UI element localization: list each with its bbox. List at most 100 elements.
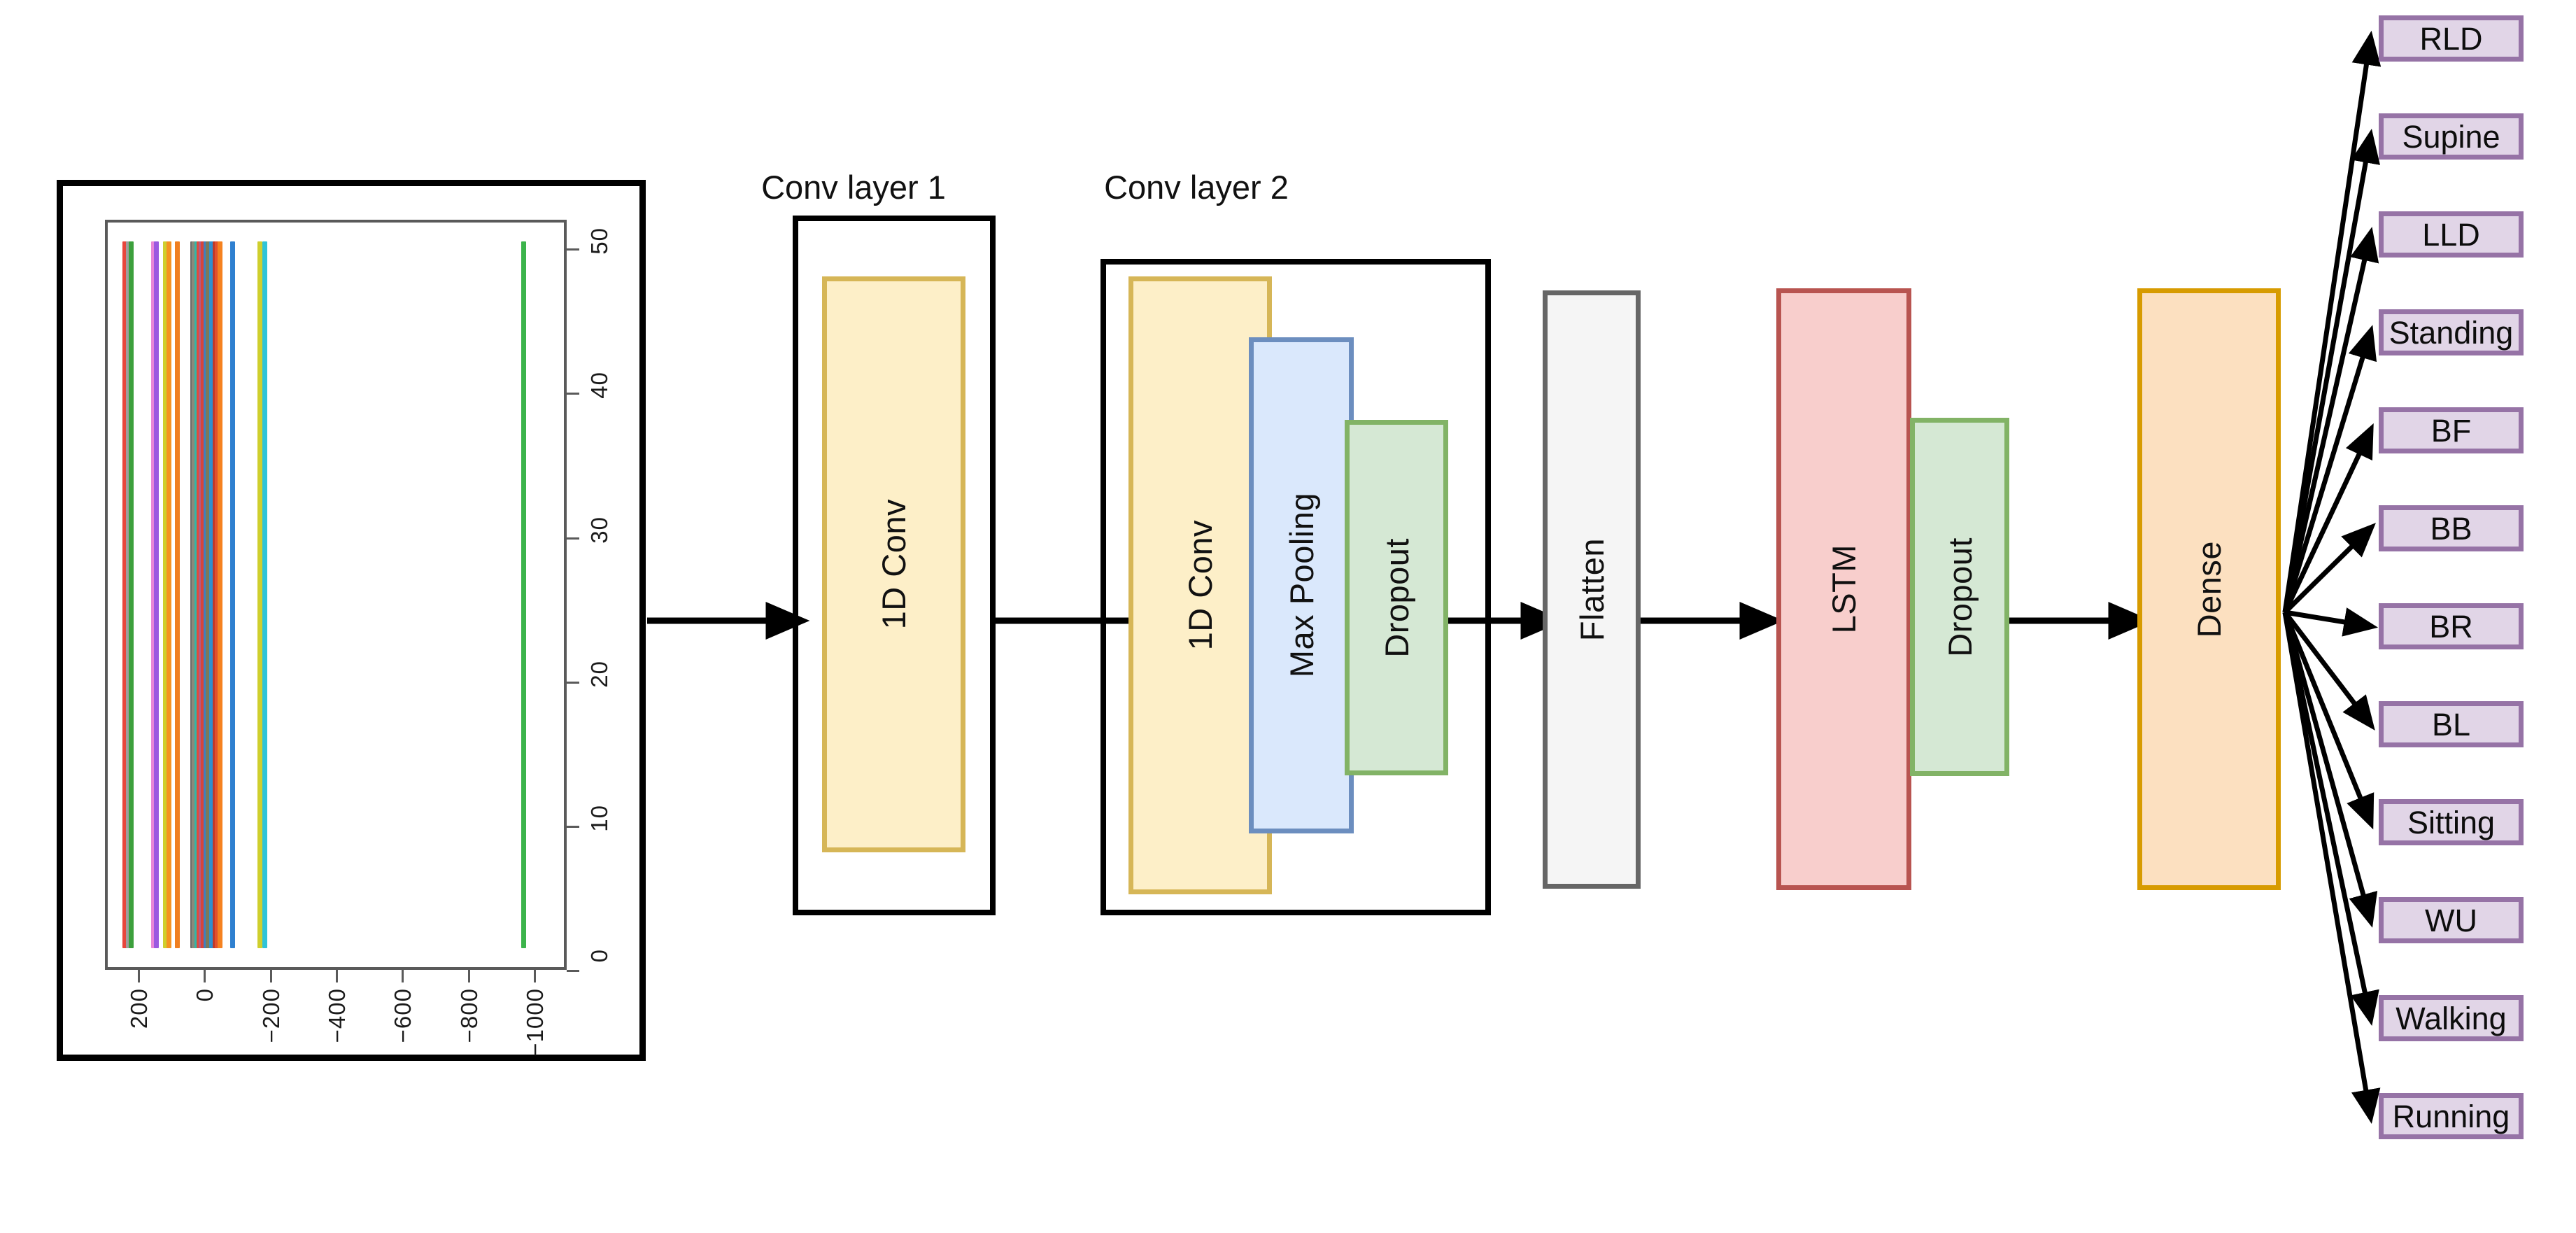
signal-line: [129, 241, 134, 949]
y-axis-tick: [567, 825, 579, 828]
block-label-flatten: Flatten: [1573, 537, 1611, 642]
signal-line: [151, 241, 157, 949]
y-axis-tick-label: 0: [586, 949, 612, 963]
group-title-conv-layer-1: Conv layer 1: [761, 169, 946, 206]
fanout-arrow: [2282, 128, 2380, 613]
block-lstm: LSTM: [1776, 288, 1911, 890]
signal-line: [122, 241, 128, 949]
output-class-label: BL: [2431, 706, 2471, 742]
signal-line: [208, 241, 214, 949]
signal-line: [166, 241, 171, 949]
fanout-arrow: [2282, 30, 2382, 613]
output-class-box[interactable]: BR: [2379, 603, 2524, 649]
output-class-box[interactable]: BB: [2379, 505, 2524, 551]
block-label-dense: Dense: [2191, 540, 2228, 638]
signal-line: [206, 241, 211, 949]
y-axis-tick-label: 10: [586, 804, 612, 832]
y-axis-tick: [567, 537, 579, 540]
fanout-arrow: [2282, 227, 2379, 613]
output-class-box[interactable]: Standing: [2379, 309, 2524, 355]
output-class-label: Sitting: [2407, 804, 2496, 840]
x-axis-tick-label: −600: [390, 988, 416, 1043]
arrow-flatten-to-lstm: [1641, 602, 1784, 640]
signal-line: [214, 241, 220, 949]
block-label-1d-conv-2: 1D Conv: [1182, 520, 1219, 651]
output-class-box[interactable]: WU: [2379, 897, 2524, 943]
signal-line: [153, 241, 159, 949]
output-class-label: BB: [2430, 510, 2472, 547]
output-class-box[interactable]: BL: [2379, 701, 2524, 747]
signal-line: [521, 241, 527, 949]
output-class-label: BF: [2430, 412, 2472, 449]
y-axis-tick: [567, 681, 579, 684]
x-axis-tick: [533, 970, 536, 982]
y-axis-tick: [567, 970, 579, 972]
output-class-label: BR: [2429, 608, 2473, 644]
output-class-box[interactable]: Sitting: [2379, 799, 2524, 845]
block-label-max-pooling: Max Pooling: [1282, 493, 1320, 678]
block-dropout-1: Dropout: [1345, 420, 1448, 775]
output-class-box[interactable]: BF: [2379, 407, 2524, 453]
y-axis-tick-label: 40: [586, 372, 612, 400]
x-axis-tick-label: −400: [324, 988, 350, 1043]
group-frame-conv-layer-1: [793, 216, 996, 915]
output-class-label: Running: [2392, 1098, 2510, 1134]
fanout-arrow: [2282, 423, 2374, 614]
group-frame-conv-layer-2: [1101, 259, 1491, 915]
signal-line: [257, 241, 263, 949]
output-class-label: Standing: [2389, 314, 2514, 351]
output-class-label: Supine: [2402, 118, 2500, 155]
block-label-dropout-1: Dropout: [1378, 537, 1415, 658]
x-axis-tick: [269, 970, 272, 982]
signal-line: [201, 241, 206, 949]
block-1d-conv-1: 1D Conv: [822, 276, 965, 852]
x-axis-tick: [336, 970, 338, 982]
output-class-box[interactable]: Running: [2379, 1093, 2524, 1139]
output-class-box[interactable]: Supine: [2379, 113, 2524, 160]
block-dense: Dense: [2137, 288, 2281, 890]
signal-line: [229, 241, 235, 949]
signal-line: [217, 241, 222, 949]
x-axis-tick: [204, 970, 206, 982]
block-flatten: Flatten: [1543, 290, 1641, 889]
fanout-arrow: [2282, 325, 2377, 614]
x-axis-tick-label: −200: [257, 988, 284, 1043]
output-class-box[interactable]: Walking: [2379, 995, 2524, 1041]
block-label-dropout-2: Dropout: [1941, 537, 1979, 657]
x-axis-tick-label: 200: [126, 988, 153, 1029]
block-label-lstm: LSTM: [1825, 544, 1862, 634]
block-label-1d-conv-1: 1D Conv: [875, 499, 912, 630]
y-axis-tick: [567, 248, 579, 251]
x-axis-tick-label: 0: [192, 988, 218, 1002]
y-axis-tick-label: 30: [586, 516, 612, 544]
fanout-arrow: [2282, 612, 2379, 1026]
output-class-box[interactable]: RLD: [2379, 15, 2524, 62]
x-axis-tick: [467, 970, 470, 982]
x-axis-tick-label: −800: [455, 988, 482, 1043]
fanout-arrow: [2282, 612, 2378, 928]
signal-line: [175, 241, 181, 949]
output-class-label: RLD: [2419, 20, 2483, 57]
block-dropout-2: Dropout: [1910, 418, 2009, 776]
signal-line: [262, 241, 267, 949]
output-class-label: LLD: [2422, 216, 2480, 253]
fanout-arrow: [2283, 523, 2376, 614]
fanout-arrow: [2282, 611, 2375, 830]
y-axis-tick: [567, 393, 579, 395]
x-axis-tick: [138, 970, 141, 982]
plot-axes-area: [105, 220, 567, 970]
output-class-label: Walking: [2395, 1000, 2507, 1036]
signal-line: [125, 241, 131, 949]
fanout-arrow: [2284, 607, 2379, 637]
fanout-arrow: [2282, 612, 2381, 1125]
x-axis-tick: [402, 970, 404, 982]
output-class-box[interactable]: LLD: [2379, 211, 2524, 258]
group-title-conv-layer-2: Conv layer 2: [1104, 169, 1289, 206]
y-axis-tick-label: 50: [586, 227, 612, 255]
block-max-pooling: Max Pooling: [1249, 337, 1354, 833]
signal-line: [163, 241, 168, 949]
fanout-arrow: [2283, 610, 2375, 731]
output-class-label: WU: [2425, 902, 2477, 938]
